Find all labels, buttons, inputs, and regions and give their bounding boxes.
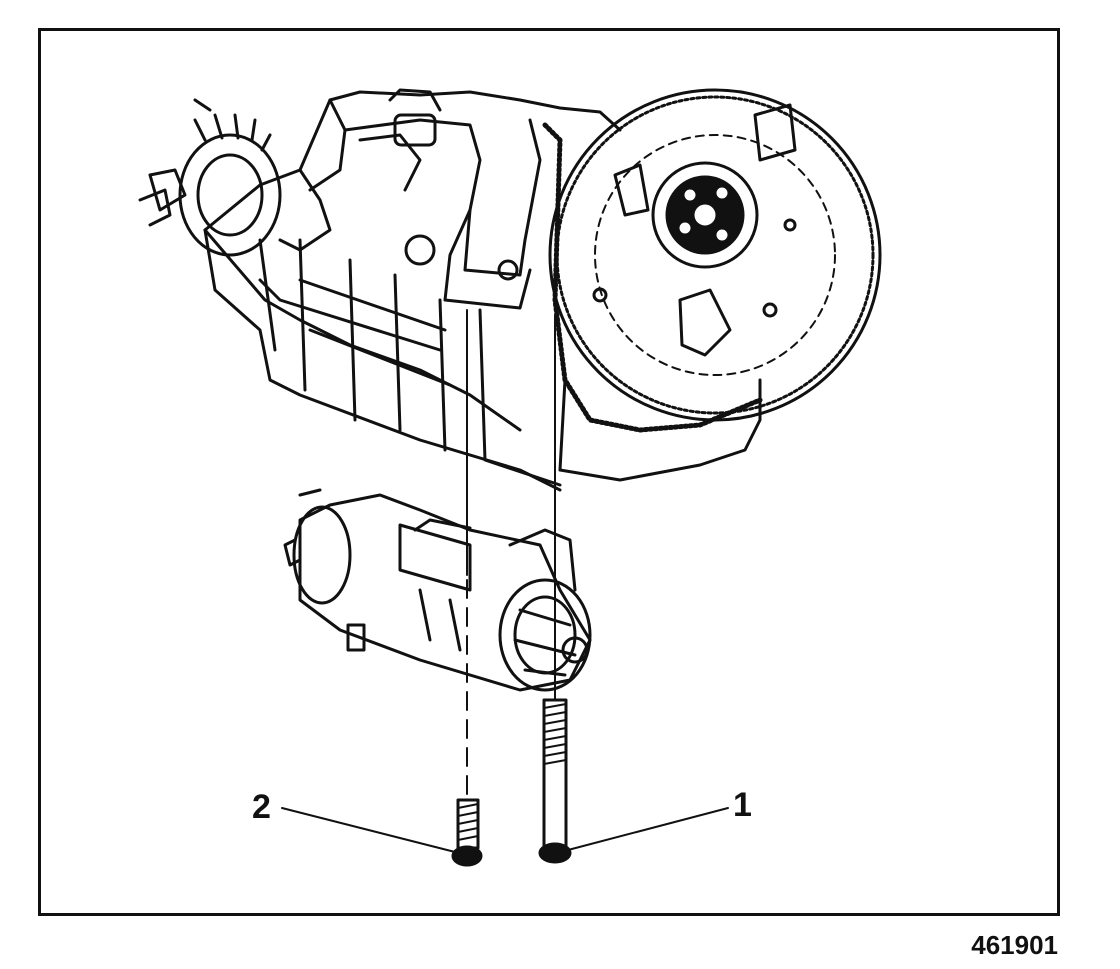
engine-block	[203, 88, 622, 492]
diagram-frame	[38, 28, 1060, 916]
figure-number: 461901	[971, 930, 1058, 960]
starter-bolt-long	[538, 698, 572, 864]
flywheel	[542, 88, 882, 482]
crankshaft-pulley	[138, 98, 282, 257]
callout-label-1: 1	[733, 786, 752, 824]
callout-label-2: 2	[252, 788, 271, 826]
alignment-lines	[466, 309, 556, 801]
starter-motor	[283, 488, 592, 692]
leader-line-1	[567, 807, 729, 851]
starter-bolt-short	[451, 798, 483, 867]
leader-line-2	[281, 807, 456, 853]
